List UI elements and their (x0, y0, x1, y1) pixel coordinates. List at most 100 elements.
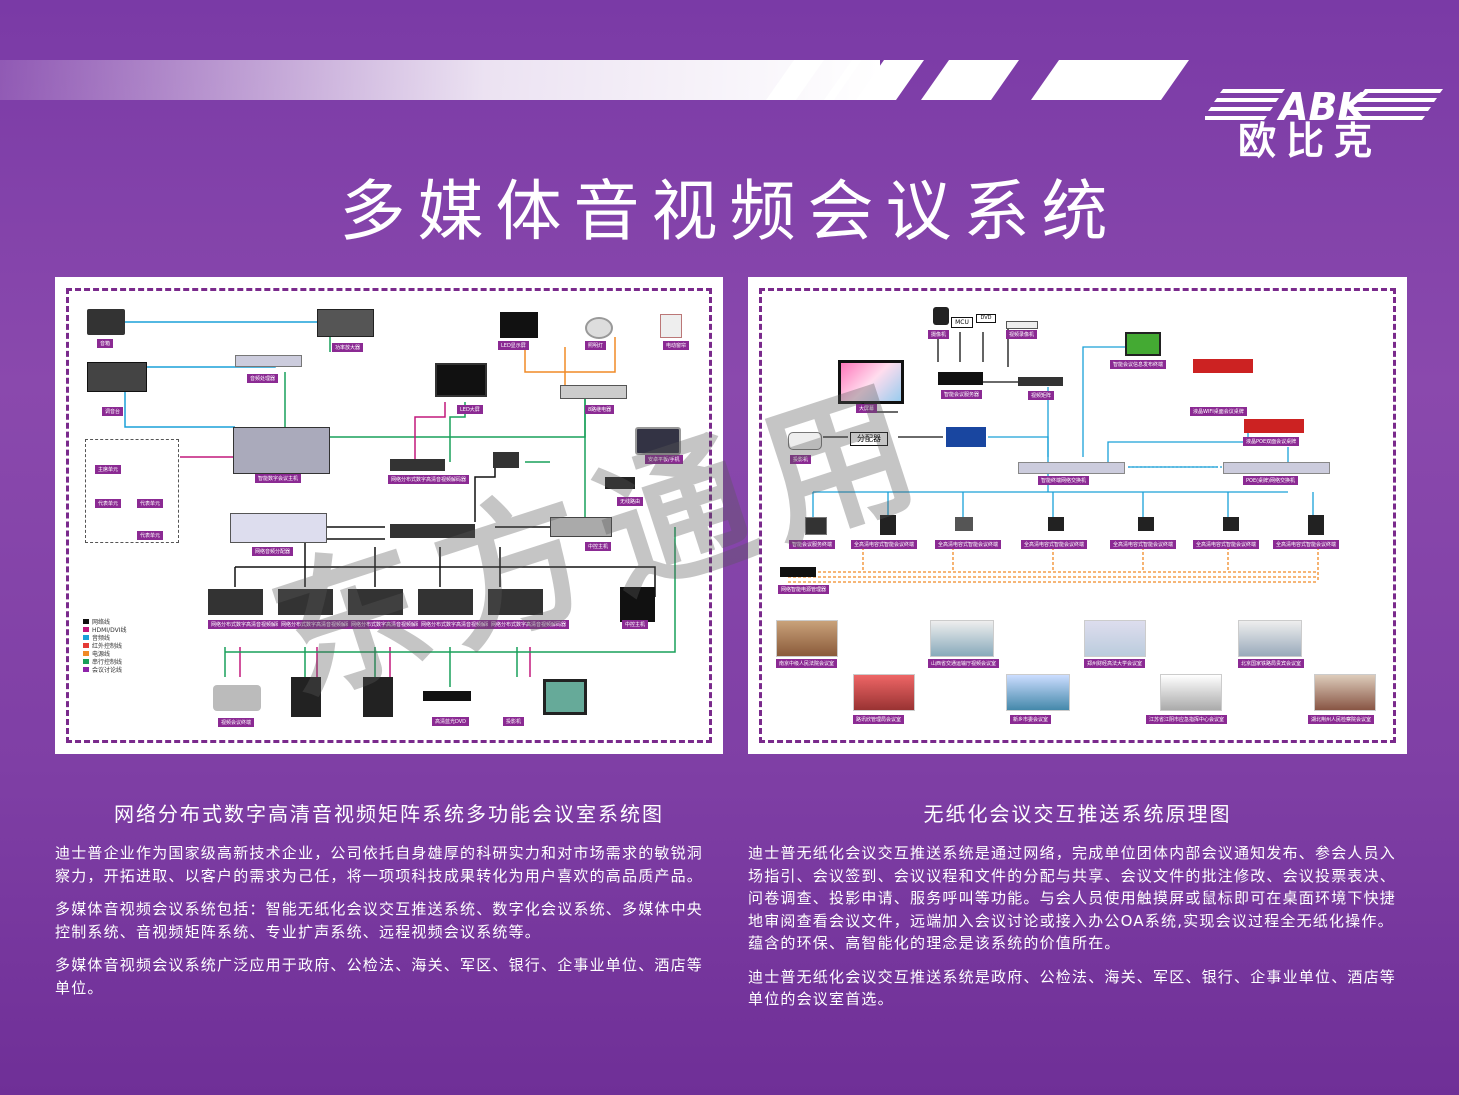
legend-item: 网络线 (83, 617, 127, 626)
enc-label: 网络分布式数字高清音视频解码器 (278, 620, 360, 629)
decoder-icon (208, 589, 263, 615)
page-title: 多媒体音视频会议系统 (339, 173, 1120, 250)
right-diagram-panel: 摄像机 MCU DVD 视频录像机 智能会议信息发布终端 大屏幕 智能会议服务器… (748, 277, 1407, 754)
conference-camera-icon (213, 685, 261, 711)
spotlight-icon (585, 317, 613, 339)
venue-photo (1238, 620, 1302, 657)
term-label: 全高清电容式智能会议终端 (1110, 540, 1177, 549)
legend-label: 串行控制线 (92, 658, 123, 666)
paragraph: 迪士普无纸化会议交互推送系统是政府、公检法、海关、军区、银行、企事业单位、酒店等… (748, 967, 1397, 1009)
venue-photo (930, 620, 994, 657)
left-diagram-wires (124, 321, 676, 687)
display-screen-icon (1125, 332, 1161, 356)
curtain-label: 电动窗帘 (663, 341, 690, 350)
network-switch-icon (1018, 462, 1125, 474)
audio-distributor-icon (230, 513, 327, 543)
mcu-box: MCU (951, 317, 973, 328)
photo-caption: 江苏省江阴市应急指挥中心会议室 (1146, 715, 1228, 724)
enc-label: 网络分布式数字高清音视频解码器 (208, 620, 290, 629)
tv-label: 大屏幕 (856, 404, 878, 413)
term-label: 全高清电容式智能会议终端 (1021, 540, 1088, 549)
recorder-icon (1018, 377, 1063, 386)
speaker-icon (87, 309, 125, 335)
dvd-player-icon (423, 691, 471, 701)
photo-caption: 北京国家铁路局贵宾会议室 (1238, 659, 1305, 668)
term-label: 全高清电容式智能会议终端 (935, 540, 1002, 549)
terminal-icon (805, 517, 827, 535)
paragraph: 多媒体音视频会议系统广泛应用于政府、公检法、海关、军区、银行、企事业单位、酒店等… (55, 956, 704, 997)
wifi-nameplates-icon (1193, 359, 1253, 373)
wifi-label: 液晶WIFI桌面会议桌牌 (1190, 407, 1247, 416)
venue-photo (853, 674, 915, 711)
chair-label: 主席单元 (95, 465, 122, 474)
projector-icon (788, 432, 822, 450)
terminal-icon (1138, 517, 1154, 531)
poeswitch-label: POE(桌牌)网络交换机 (1243, 476, 1299, 485)
legend-label: 红外控制线 (92, 642, 123, 650)
router-label: 无线路由 (617, 497, 644, 506)
big-tv-icon (838, 360, 904, 404)
rep-label: 代表单元 (137, 531, 164, 540)
venue-photo (1314, 674, 1376, 711)
power-manager-icon (780, 567, 816, 577)
enc-label-top: 网络分布式数字高清音视频解码器 (388, 475, 470, 484)
term-label: 全高清电容式智能会议终端 (851, 540, 918, 549)
led-screen-icon (500, 312, 538, 338)
logo-text: ABK (1276, 85, 1369, 129)
legend-label: 网络线 (92, 618, 111, 626)
tablet-label: 安卓平板/手机 (645, 455, 683, 464)
venue-photo (1006, 674, 1070, 711)
photo-caption: 山西省交通运输厅视频会议室 (928, 659, 1000, 668)
right-diagram-wires (788, 327, 1319, 583)
poe-switch-icon (1223, 462, 1330, 474)
camera-icon (933, 307, 949, 325)
splitter-box: 分配器 (850, 432, 888, 446)
lift-terminal-icon (291, 677, 321, 717)
brand-logo: ABK (1205, 85, 1443, 129)
terminal-icon (1223, 517, 1239, 531)
legend-label: 电源线 (92, 650, 111, 658)
legend-item: 红外控制线 (83, 641, 127, 650)
brand-name: 欧比克 (1238, 119, 1383, 163)
legend-item: 会议讨论线 (83, 665, 127, 674)
header-band (0, 60, 880, 100)
projector-label: 投影机 (790, 455, 812, 464)
server-icon (938, 372, 983, 385)
amplifier-icon (317, 309, 374, 337)
legend-item: HDMI/DVI线 (83, 625, 127, 634)
header-stripe (1030, 60, 1190, 100)
camera-label: 摄像机 (928, 330, 950, 339)
decoder-icon (348, 589, 403, 615)
relay-icon (560, 385, 627, 399)
rep-label: 代表单元 (137, 499, 164, 508)
right-caption: 无纸化会议交互推送系统原理图 (923, 802, 1232, 826)
mic-units-box (85, 439, 179, 543)
photo-caption: 南京中级人民法院会议室 (776, 659, 838, 668)
led-label: LED显示屏 (498, 341, 529, 350)
terminal-icon (880, 515, 896, 535)
tv-icon (435, 363, 487, 397)
terminal-icon (1048, 517, 1064, 531)
pc-label: 中控主机 (622, 620, 649, 629)
rep-label: 代表单元 (95, 499, 122, 508)
terminal-icon (955, 517, 973, 531)
right-description: 迪士普无纸化会议交互推送系统是通过网络，完成单位团体内部会议通知发布、参会人员入… (748, 842, 1403, 1022)
display-label: 智能会议信息发布终端 (1110, 360, 1167, 369)
term-label: 全高清电容式智能会议终端 (1273, 540, 1340, 549)
lcd-label: LED大屏 (457, 405, 483, 414)
network-switch-icon (390, 524, 475, 538)
photo-caption: 新乡市委会议室 (1010, 715, 1052, 724)
relay-label: 8路继电器 (585, 405, 615, 414)
left-diagram-panel: 音箱 功率放大器 音频处理器 调音台 智能数字会议主机 LED显示屏 照明灯 电… (55, 277, 723, 754)
dvd-box: DVD (976, 314, 996, 323)
left-description: 迪士普企业作为国家级高新技术企业，公司依托自身雄厚的科研实力和对市场需求的敏锐洞… (55, 842, 715, 1010)
recorder-label: 视频矩阵 (1028, 391, 1055, 400)
conf-label: 视频会议终端 (218, 718, 255, 727)
legend-label: HDMI/DVI线 (92, 626, 127, 634)
conference-host-icon (233, 427, 330, 474)
projection-screen-icon (543, 679, 587, 715)
poe-label: 液晶POE双面会议桌牌 (1243, 437, 1300, 446)
tablet-icon (635, 427, 681, 455)
paragraph: 迪士普无纸化会议交互推送系统是通过网络，完成单位团体内部会议通知发布、参会人员入… (748, 844, 1397, 952)
mixer-icon (87, 362, 147, 392)
